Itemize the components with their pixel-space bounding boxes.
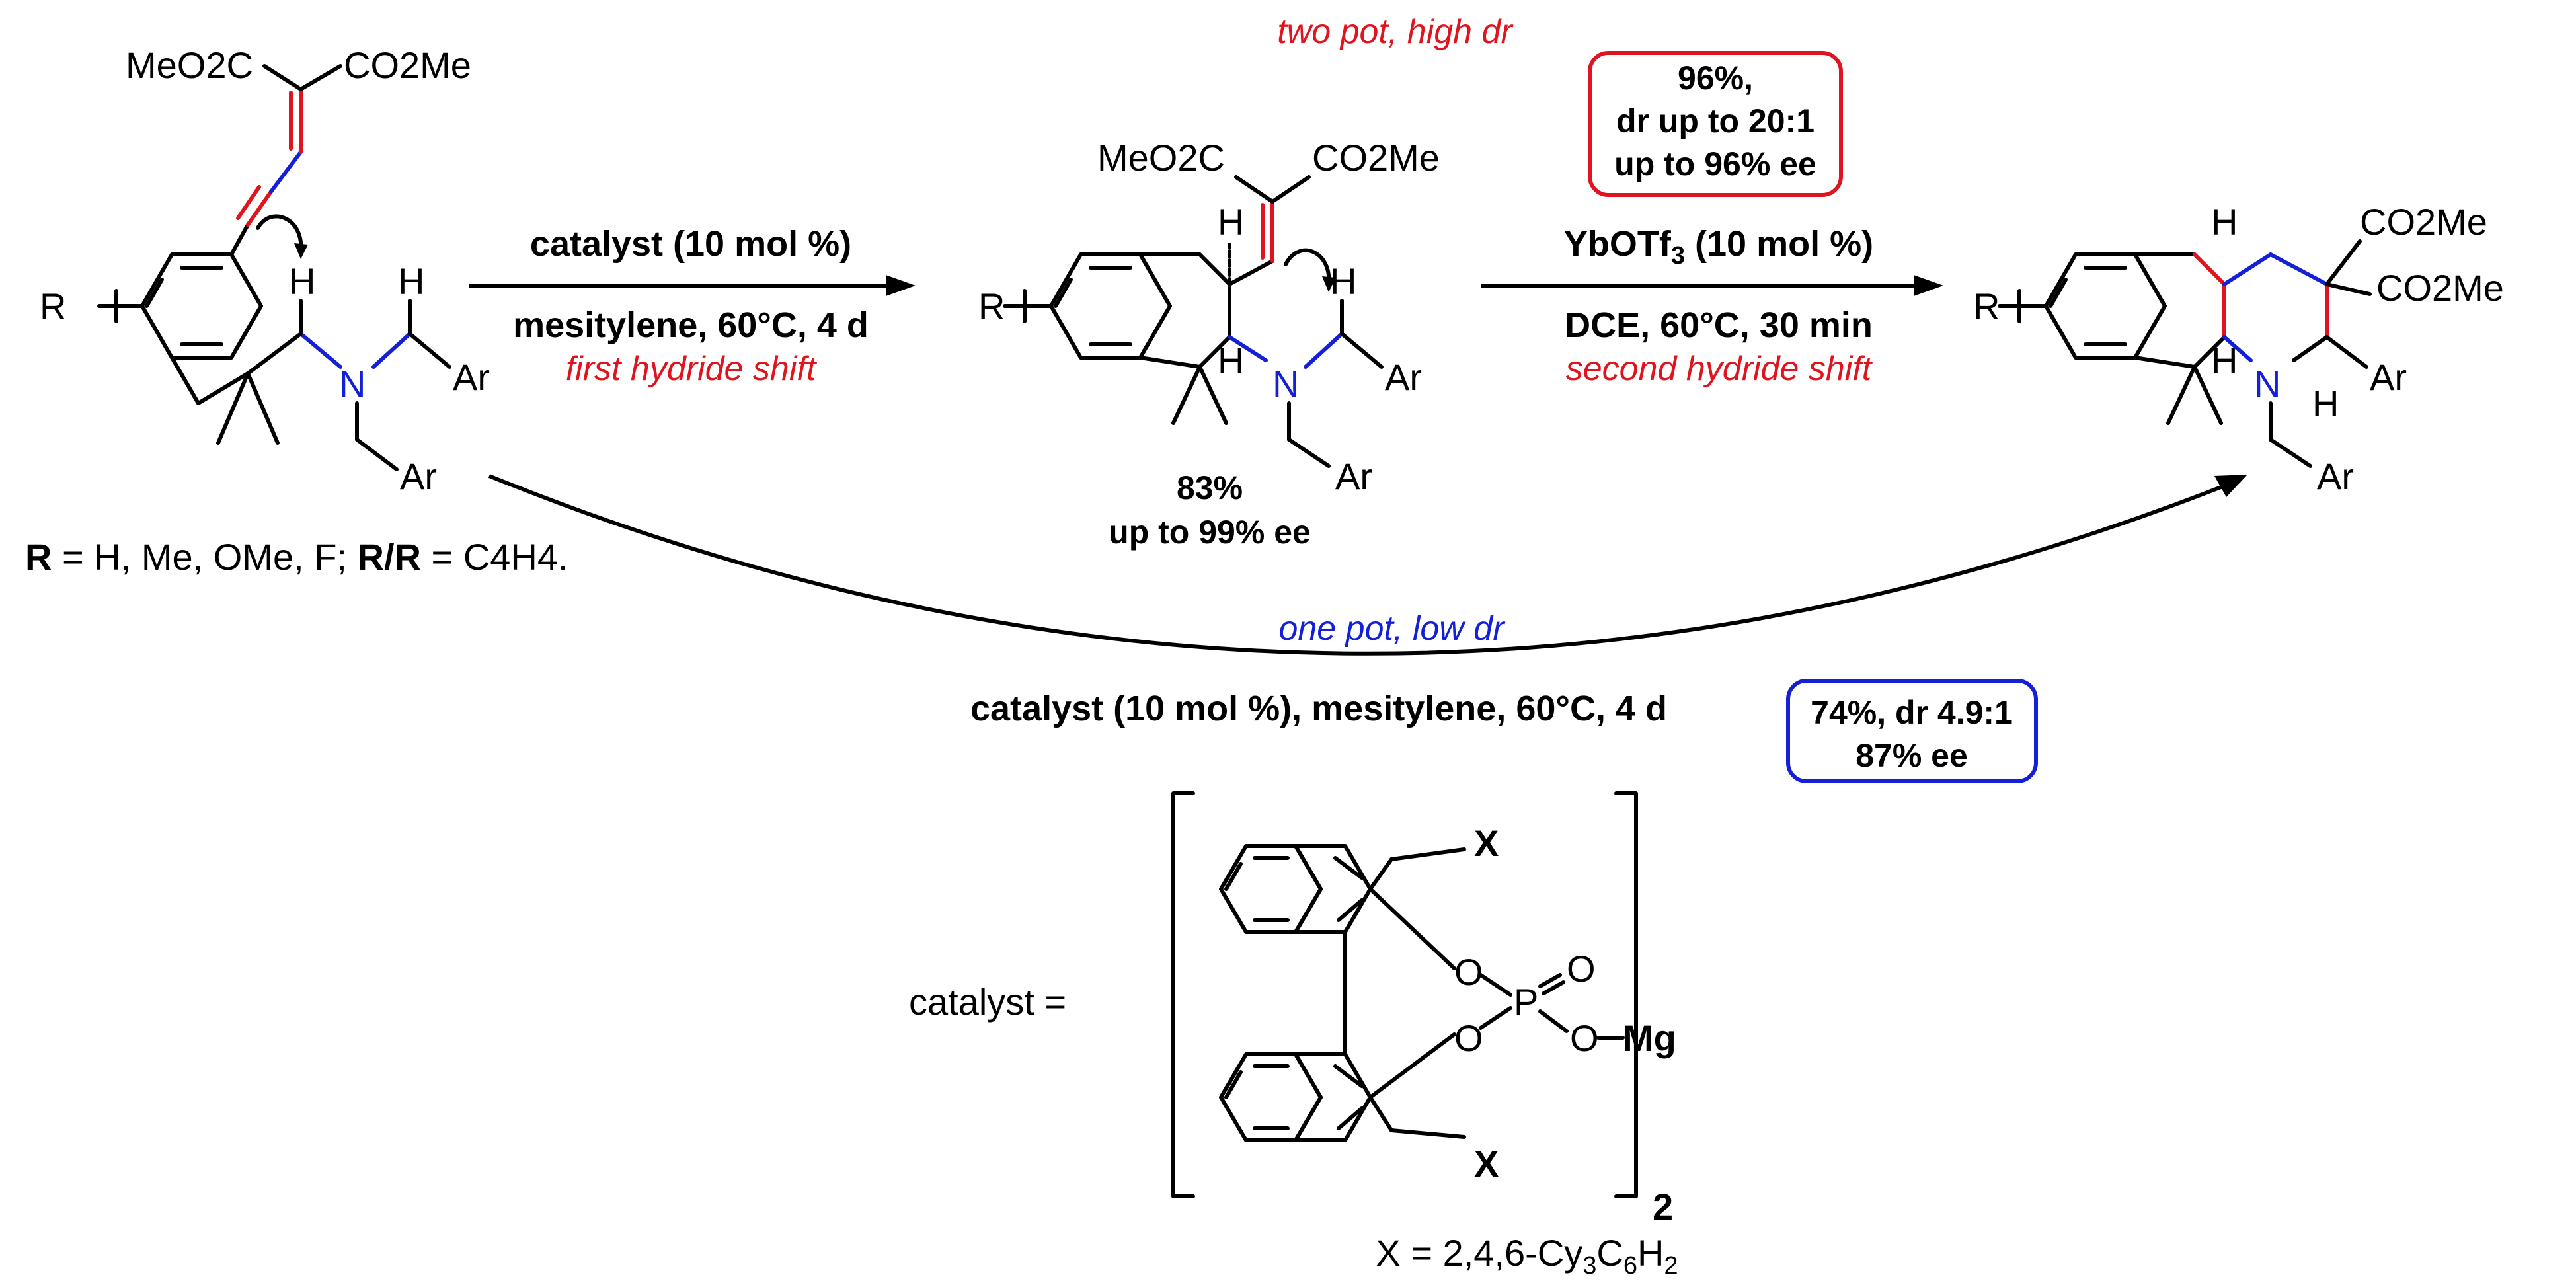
o-single: O [1570,1017,1599,1059]
svg-text:87% ee: 87% ee [1855,737,1968,774]
intermediate: R H H MeO2C CO2Me N H Ar Ar [978,137,1440,497]
ester-int-left: MeO2C [1097,137,1225,178]
ar-int-2: Ar [1335,455,1372,497]
o-top: O [1454,951,1483,993]
catalyst-subscript: 2 [1653,1186,1673,1227]
h-int-3: H [1330,260,1356,302]
one-pot-conditions: catalyst (10 mol %), mesitylene, 60°C, 4… [970,689,1667,728]
ester-int-right: CO2Me [1312,137,1440,178]
n-int: N [1272,363,1299,405]
svg-text:96%,: 96%, [1678,59,1753,97]
substituent-note: R = H, Me, OMe, F; R/R = C4H4. [25,536,568,578]
step2-bottom: DCE, 60°C, 30 min [1565,305,1873,345]
p-atom: P [1514,981,1538,1023]
one-pot-note: one pot, low dr [1278,609,1506,648]
step2-arrow: YbOTf3 (10 mol %) DCE, 60°C, 30 min seco… [1481,224,1943,388]
ar-label-1: Ar [453,356,490,398]
r-label-prod: R [1973,286,2000,327]
r-label: R [40,286,66,327]
n-label: N [339,363,366,405]
mg-atom: Mg [1623,1017,1676,1059]
svg-text:dr up to 20:1: dr up to 20:1 [1616,102,1815,139]
ester-right: CO2Me [344,44,471,86]
ar-label-2: Ar [400,455,437,497]
product-result-box: 96%, dr up to 20:1 up to 96% ee [1588,51,1843,197]
step1-note: first hydride shift [566,350,818,388]
step1-arrow: catalyst (10 mol %) mesitylene, 60°C, 4 … [469,224,916,388]
h-int-1: H [1218,201,1244,243]
starting-material: R MeO2C CO2Me H N H Ar Ar [40,44,490,497]
ar-prod-2: Ar [2317,455,2354,497]
int-ee: up to 99% ee [1109,514,1311,551]
catalyst-structure: 2 X X O O P O O [1171,791,1676,1227]
r-label-int: R [978,286,1005,327]
o-bottom: O [1454,1017,1483,1059]
step1-top: catalyst (10 mol %) [530,224,851,264]
int-yield: 83% [1177,469,1243,506]
step1-bottom: mesitylene, 60°C, 4 d [513,305,869,345]
ester-prod-1: CO2Me [2360,201,2487,243]
svg-text:up to 96% ee: up to 96% ee [1614,145,1816,182]
ar-int-1: Ar [1385,356,1422,398]
h-label-2: H [398,260,424,302]
catalyst-label: catalyst = [909,981,1066,1023]
step2-note: second hydride shift [1566,350,1873,388]
ar-prod-1: Ar [2370,356,2407,398]
h-prod-3: H [2312,383,2339,424]
h-label-1: H [289,260,315,302]
h-prod-1: H [2211,201,2238,243]
one-pot-arrow: one pot, low dr catalyst (10 mol %), mes… [488,474,2247,728]
one-pot-result-box: 74%, dr 4.9:1 87% ee [1786,679,2038,783]
n-prod: N [2254,363,2281,405]
x-top: X [1474,822,1499,864]
ester-prod-2: CO2Me [2376,267,2504,309]
two-pot-note: two pot, high dr [1277,13,1514,51]
product: R H H N CO2Me CO2Me Ar H Ar [1973,201,2504,497]
x-bottom: X [1474,1143,1499,1184]
o-double: O [1567,948,1596,990]
h-int-2: H [1218,340,1244,381]
ester-left: MeO2C [126,44,253,86]
x-definition: X = 2,4,6-Cy3C6H2 [1376,1232,1678,1280]
svg-text:74%, dr 4.9:1: 74%, dr 4.9:1 [1811,694,2013,731]
step2-top: YbOTf3 (10 mol %) [1564,224,1873,270]
